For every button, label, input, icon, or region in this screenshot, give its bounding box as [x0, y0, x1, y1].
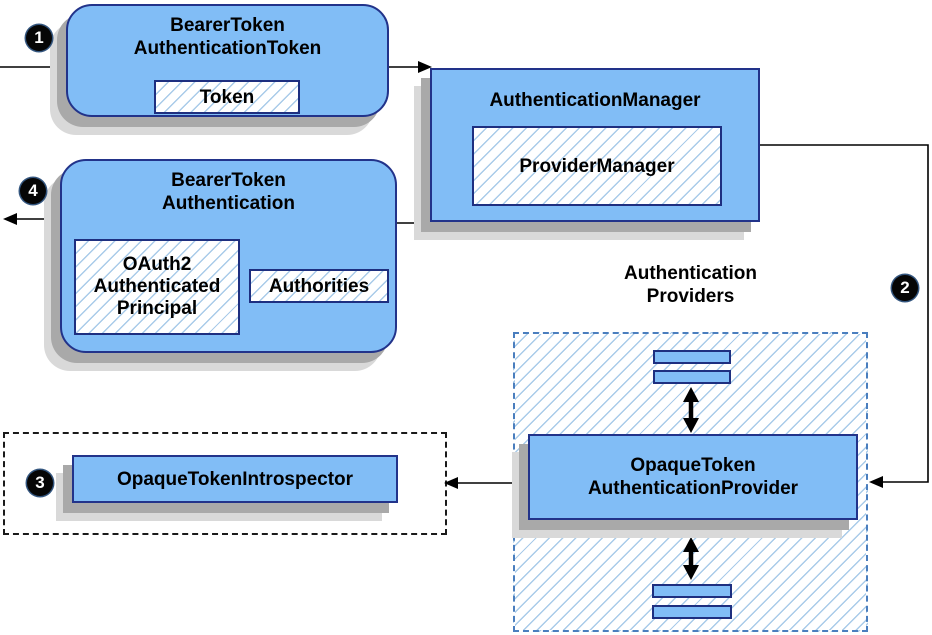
provider-list-item	[652, 605, 732, 619]
bearer-token-authentication-token-box: BearerToken AuthenticationToken Token	[66, 4, 389, 117]
manager-to-provider-arrow	[760, 144, 929, 488]
token-label: Token	[199, 86, 255, 108]
provider-to-introspector-arrow	[444, 477, 513, 489]
title-line-1: BearerToken	[170, 15, 285, 36]
bearer-token-authentication-title: BearerToken Authentication	[62, 169, 395, 215]
title-line-2: AuthenticationToken	[133, 38, 322, 59]
provider-manager-inner-box: ProviderManager	[472, 126, 722, 206]
token-inner-box: Token	[154, 80, 300, 114]
provider-list-item	[652, 584, 732, 598]
provider-list-lower-double-arrow	[683, 537, 699, 580]
step-2-number: 2	[900, 278, 910, 297]
token-to-manager-arrow	[389, 61, 432, 73]
authentication-out-arrow	[3, 213, 60, 225]
bearer-token-authentication-token-title: BearerToken AuthenticationToken	[68, 14, 387, 60]
provider-list-item	[653, 350, 731, 364]
authorities-label: Authorities	[268, 275, 370, 297]
authentication-providers-title: Authentication Providers	[513, 262, 868, 308]
step-1-badge: 1	[26, 25, 52, 51]
title-line-1: Authentication	[624, 263, 757, 284]
provider-list-item	[653, 370, 731, 384]
step-4-number: 4	[28, 181, 38, 200]
title-line-1: BearerToken	[171, 170, 286, 191]
step-2-badge: 2	[892, 275, 918, 301]
provider-manager-label: ProviderManager	[519, 155, 675, 177]
provider-list-upper-double-arrow	[683, 387, 699, 433]
step-1-number: 1	[34, 28, 44, 47]
step-4-badge: 4	[20, 178, 46, 204]
title-line-2: Authentication	[162, 193, 295, 214]
oauth2-authenticated-principal-inner-box: OAuth2 Authenticated Principal	[74, 239, 240, 335]
authentication-manager-box: AuthenticationManager ProviderManager	[430, 68, 760, 222]
authorities-inner-box: Authorities	[249, 269, 389, 303]
opaque-token-introspector-label: OpaqueTokenIntrospector	[116, 468, 354, 490]
step-3-number: 3	[35, 473, 45, 492]
provider-title-line-1: OpaqueToken	[630, 455, 756, 476]
principal-line-3: Principal	[116, 298, 198, 319]
provider-title-line-2: AuthenticationProvider	[587, 478, 799, 499]
bearer-token-authentication-box: BearerToken Authentication OAuth2 Authen…	[60, 159, 397, 353]
authentication-manager-title: AuthenticationManager	[489, 90, 701, 111]
step-3-badge: 3	[27, 470, 53, 496]
opaque-token-authentication-provider-box: OpaqueToken AuthenticationProvider	[528, 434, 858, 520]
principal-line-2: Authenticated	[93, 276, 221, 297]
title-line-2: Providers	[646, 286, 735, 307]
principal-line-1: OAuth2	[122, 254, 192, 275]
opaque-token-introspector-box: OpaqueTokenIntrospector	[72, 455, 398, 503]
